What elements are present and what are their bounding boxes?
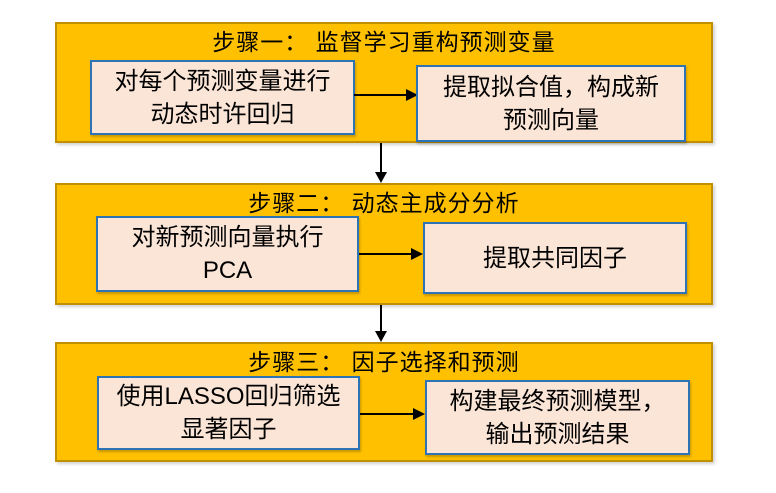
step-1-right-node-line1: 提取拟合值，构成新	[443, 73, 659, 101]
step-2-left-node: 对新预测向量执行 PCA	[96, 216, 359, 292]
step-1-left-node-line2: 动态时许回归	[150, 100, 295, 128]
arrow-step1-left-to-right	[354, 89, 418, 101]
step-1-right-node-line2: 预测向量	[503, 106, 599, 134]
step-3-title: 步骤三： 因子选择和预测	[248, 349, 520, 375]
step-2-left-node-line1: 对新预测向量执行	[131, 224, 324, 251]
step-3-right-node: 构建最终预测模型， 输出预测结果	[425, 380, 690, 455]
step-1-left-node: 对每个预测变量进行 动态时许回归	[90, 60, 355, 135]
arrow-step1-to-step2	[375, 143, 387, 183]
step-2-right-node-line1: 提取共同因子	[483, 244, 627, 272]
step-3-left-node-line1: 使用LASSO回归筛选	[116, 383, 341, 410]
step-3-panel: 步骤三： 因子选择和预测 使用LASSO回归筛选 显著因子 构建最终预测模型， …	[55, 342, 713, 462]
arrow-step2-left-to-right	[359, 248, 423, 260]
step-1-left-node-line1: 对每个预测变量进行	[114, 67, 331, 95]
step-2-left-node-line2: PCA	[202, 257, 253, 284]
step-2-title: 步骤二： 动态主成分分析	[248, 190, 520, 216]
step-1-right-node: 提取拟合值，构成新 预测向量	[416, 65, 686, 142]
step-3-left-node-line2: 显著因子	[180, 416, 277, 443]
step-3-right-node-line2: 输出预测结果	[485, 420, 630, 448]
step-1-panel: 步骤一： 监督学习重构预测变量 对每个预测变量进行 动态时许回归 提取拟合值，构…	[55, 22, 713, 143]
step-3-right-node-line1: 构建最终预测模型，	[449, 387, 666, 415]
arrow-step2-to-step3	[375, 305, 387, 342]
step-3-left-node: 使用LASSO回归筛选 显著因子	[97, 376, 360, 450]
arrow-step3-left-to-right	[360, 408, 425, 420]
step-2-panel: 步骤二： 动态主成分分析 对新预测向量执行 PCA 提取共同因子	[55, 183, 713, 305]
step-2-right-node: 提取共同因子	[423, 222, 687, 294]
step-1-title: 步骤一： 监督学习重构预测变量	[212, 29, 556, 55]
